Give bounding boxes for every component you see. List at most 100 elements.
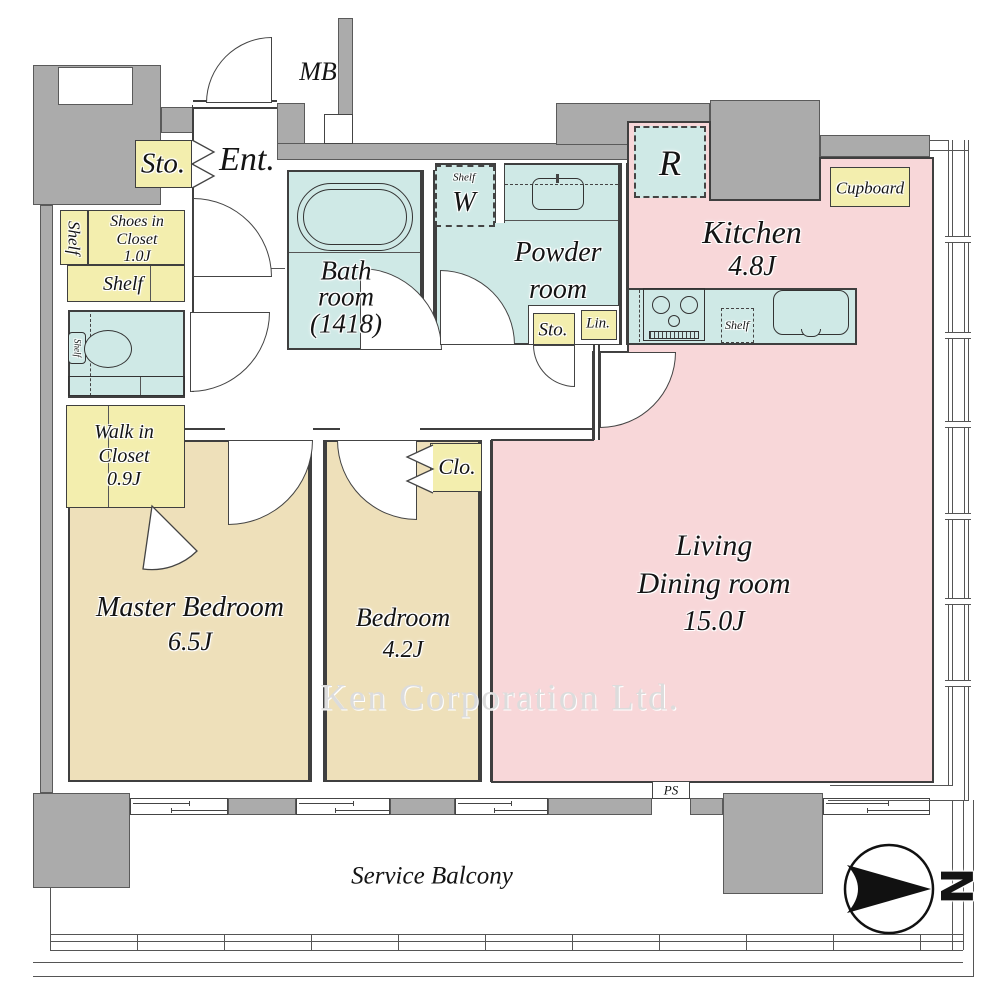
washbasin-tap-icon [556, 174, 559, 183]
wall-top-left-niche [58, 67, 133, 105]
hall-wall-seg-2 [313, 428, 340, 440]
counter-dash-left [639, 290, 640, 342]
entry-shelf-side-box [60, 210, 88, 265]
entry-storage-label: Sto. [140, 147, 186, 180]
east-corner-line-1 [830, 785, 952, 786]
railing-post [398, 934, 399, 951]
entry-shelf-lower-label: Shelf [103, 273, 143, 295]
railing-right-inner-2 [963, 800, 964, 950]
east-window-line-1 [948, 140, 949, 786]
railing-post [137, 934, 138, 951]
stove-burner-right-icon [680, 296, 698, 314]
bathtub-inner-icon [303, 189, 407, 245]
walk-in-closet-label-3: 0.9J [107, 468, 141, 490]
wall-bedroom-living [480, 440, 492, 782]
wall-band-seg-1 [228, 798, 296, 815]
stove-grill-icon [649, 331, 699, 339]
kitchen-label: Kitchen [702, 214, 802, 250]
washer-shelf-label: Shelf [453, 171, 475, 184]
balcony-outer-line-1 [33, 962, 963, 963]
east-corner-line-2 [828, 800, 969, 801]
bath-divider [289, 252, 420, 253]
hall-storage-label: Sto. [538, 319, 568, 341]
stove-burner-left-icon [652, 296, 670, 314]
washer-mark-label: W [452, 187, 476, 218]
bathroom-label-3: (1418) [310, 308, 382, 339]
master-bedroom-label: Master Bedroom [96, 592, 284, 623]
stove-icon [643, 288, 705, 341]
railing-post [920, 934, 921, 951]
living-room-door [600, 352, 676, 428]
east-window-line-2 [952, 140, 953, 786]
service-balcony-label: Service Balcony [351, 862, 513, 890]
kitchen-shelf-box [721, 308, 754, 343]
walk-in-closet-label-2: Closet [98, 445, 150, 467]
bedroom-window [455, 798, 548, 815]
railing-post [746, 934, 747, 951]
entry-shelf-side-label: Shelf [64, 221, 84, 255]
walk-in-closet-label-1: Walk in [94, 421, 154, 443]
living-dining-label-2: Dining room [637, 567, 791, 600]
entry-shelf-lower-box [67, 265, 185, 302]
wall-top-right-band [820, 135, 930, 157]
balcony-outer-line-2 [33, 976, 974, 977]
powder-partition-stub [495, 163, 505, 223]
railing-post [311, 934, 312, 951]
east-window-mullion-1 [945, 236, 971, 243]
pipe-space-box [652, 781, 690, 799]
wall-left-strip [40, 205, 53, 793]
wall-bottom-left-block [33, 793, 130, 888]
refrigerator-label: R [659, 143, 681, 183]
bathroom-label-2: room [317, 281, 375, 312]
toilet-counter [68, 376, 185, 396]
north-arrow-icon [847, 865, 931, 913]
east-window-mullion-3 [945, 421, 971, 428]
cupboard-label: Cupboard [835, 178, 905, 198]
bedroom-closet-label: Clo. [438, 454, 476, 479]
washer-space-box [435, 165, 495, 227]
east-window-top-line-2 [930, 150, 969, 151]
walk-in-closet-divider [108, 406, 109, 507]
shoes-closet-box [88, 210, 185, 265]
stove-burner-small-icon [668, 315, 680, 327]
wall-kitchen-block [710, 100, 820, 200]
railing-rail-3 [50, 950, 963, 951]
toilet-bowl-icon [84, 330, 132, 368]
wall-bottom-middle-block [723, 793, 823, 894]
watermark: Ken Corporation Ltd. [320, 677, 680, 719]
wall-hall-living-stub [593, 345, 600, 440]
meter-box-label: MB [299, 57, 337, 86]
bedroom-size-label: 4.2J [382, 637, 424, 663]
shoes-closet-label-2: Closet [116, 231, 158, 248]
shelf-divider [150, 266, 151, 301]
railing-left-end [50, 888, 51, 950]
east-window-top-line-1 [930, 140, 949, 141]
wall-band-seg-3 [548, 798, 652, 815]
master-bedroom-window-2 [296, 798, 390, 815]
railing-post [224, 934, 225, 951]
east-window-line-3 [964, 140, 965, 800]
hall-wall-seg-3 [420, 428, 593, 440]
entrance-label: Ent. [219, 141, 275, 178]
east-window-mullion-2 [945, 332, 971, 339]
powder-counter-edge [505, 220, 618, 221]
walk-in-closet-box [66, 405, 185, 508]
north-label: N [930, 867, 981, 905]
master-bedroom-size-label: 6.5J [167, 627, 213, 656]
railing-rail-1 [50, 934, 963, 935]
compass [843, 843, 935, 935]
railing-post [833, 934, 834, 951]
east-window-mullion-4 [945, 513, 971, 520]
shoes-closet-label-3: 1.0J [123, 248, 151, 265]
powder-counter-dash [505, 184, 618, 185]
east-window-mullion-5 [945, 598, 971, 605]
toilet-counter-divider [140, 377, 141, 395]
bedroom-closet-box [430, 443, 482, 492]
railing-rail-2 [50, 941, 963, 942]
master-bedroom-window-1 [130, 798, 228, 815]
bathtub-icon [297, 183, 413, 251]
railing-post [572, 934, 573, 951]
wall-top-left-arm [161, 107, 194, 133]
cupboard-box [830, 167, 910, 207]
